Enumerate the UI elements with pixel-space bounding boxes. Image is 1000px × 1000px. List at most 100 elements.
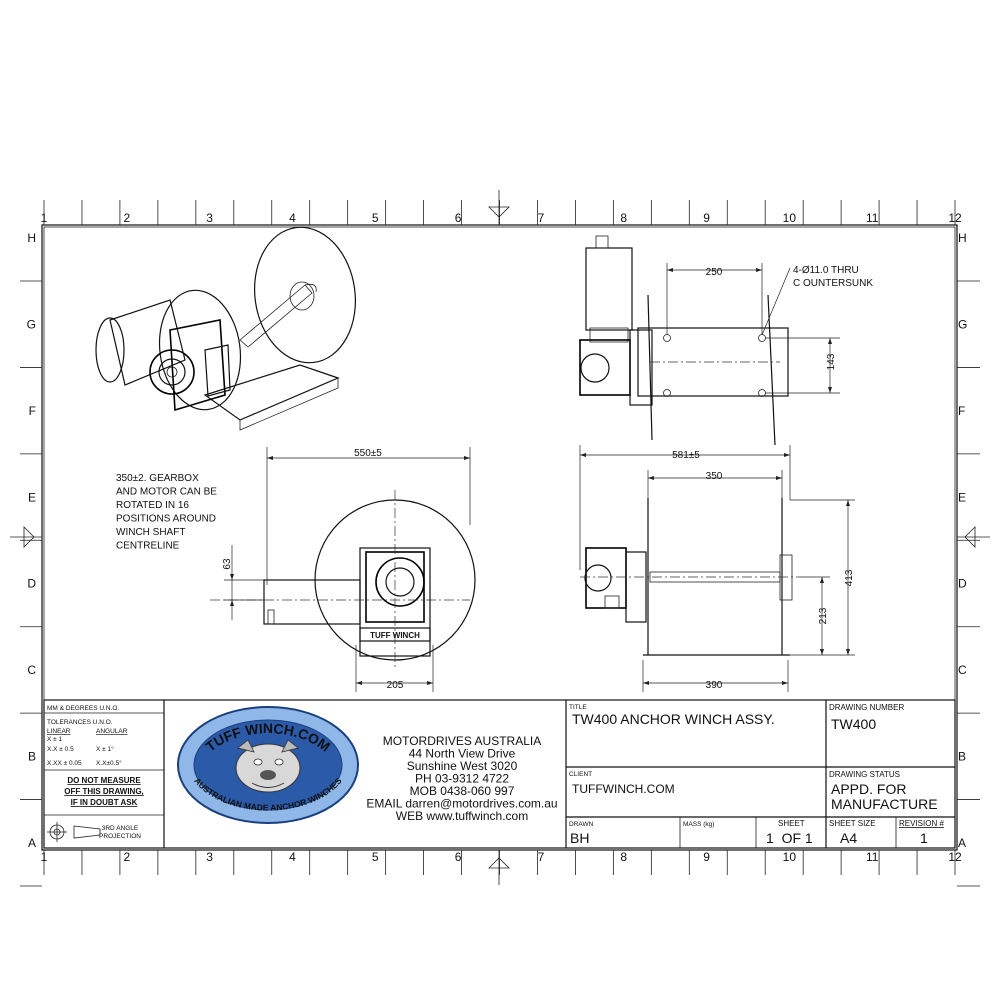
top-view: 250 4-Ø11.0 THRU C OUNTERSUNK 143 xyxy=(579,235,873,446)
tolerance-row-3-angular: X.X±0.5° xyxy=(96,759,122,767)
grid-column-label: 3 xyxy=(206,850,213,864)
drawing-number-label: DRAWING NUMBER xyxy=(829,703,904,712)
company-address-line: PH 03-9312 4722 xyxy=(415,772,509,786)
measure-warning-line: IF IN DOUBT ASK xyxy=(71,798,138,807)
bulldog-mascot-icon xyxy=(235,739,301,793)
measure-warning: DO NOT MEASURE OFF THIS DRAWING, IF IN DOU… xyxy=(64,776,144,807)
title-block: MM & DEGREES U.N.O. TOLERANCES U.N.O. LI… xyxy=(43,699,956,849)
client-value: TUFFWINCH.COM xyxy=(572,782,675,796)
company-address-line: MOTORDRIVES AUSTRALIA xyxy=(383,734,541,748)
grid-column-label: 7 xyxy=(538,211,545,225)
grid-column-label: 1 xyxy=(41,211,48,225)
front-view-base-dim: 205 xyxy=(387,680,404,691)
grid-column-label: 2 xyxy=(123,850,130,864)
grid-row-label: E xyxy=(28,490,36,504)
units-note: MM & DEGREES U.N.O. xyxy=(47,705,119,712)
top-view-hole-spacing-dim: 143 xyxy=(826,353,837,370)
grid-column-ticks xyxy=(43,200,956,875)
tolerance-angular-label: ANGULAR xyxy=(96,728,128,735)
grid-column-label: 11 xyxy=(866,850,879,864)
drawing-status-line: APPD. FOR xyxy=(831,781,906,797)
side-view-inner-dim: 350 xyxy=(706,471,723,482)
grid-row-label: F xyxy=(958,404,965,418)
company-address-line: EMAIL darren@motordrives.com.au xyxy=(366,797,557,811)
grid-column-label: 12 xyxy=(948,850,962,864)
projection-label-line: PROJECTION xyxy=(99,833,141,840)
grid-column-label: 4 xyxy=(289,850,296,864)
company-address-line: WEB www.tuffwinch.com xyxy=(396,809,528,823)
sheet-size-value: A4 xyxy=(840,830,857,846)
grid-row-label: G xyxy=(27,317,36,331)
grid-row-label: A xyxy=(958,836,966,850)
grid-column-label: 8 xyxy=(620,211,627,225)
sheet-size-label: SHEET SIZE xyxy=(829,819,876,828)
grid-column-label: 7 xyxy=(538,850,545,864)
revision-label: REVISION # xyxy=(899,819,944,828)
third-angle-projection-symbol xyxy=(47,822,101,842)
revision-value: 1 xyxy=(920,830,928,846)
hole-note-line: C OUNTERSUNK xyxy=(793,278,873,289)
mass-label: MASS (kg) xyxy=(683,821,714,828)
grid-row-label: C xyxy=(958,663,967,677)
centre-mark-bottom xyxy=(488,850,510,885)
rotation-note-line: POSITIONS AROUND xyxy=(116,514,216,525)
side-view: 581±5 350 413 213 390 xyxy=(579,445,855,692)
grid-row-label: G xyxy=(958,317,967,331)
tuff-winch-logo: TUFF WINCH.COM AUSTRALIAN MADE ANCHOR WI… xyxy=(177,706,359,824)
measure-warning-line: OFF THIS DRAWING, xyxy=(64,787,144,796)
grid-column-label: 5 xyxy=(372,850,379,864)
grid-row-label: D xyxy=(27,577,36,591)
hole-note-line: 4-Ø11.0 THRU xyxy=(793,265,859,276)
rotation-note-line: WINCH SHAFT xyxy=(116,527,185,538)
front-view-offset-dim: 63 xyxy=(222,558,233,570)
grid-row-label: D xyxy=(958,577,967,591)
side-view-height-dim: 413 xyxy=(844,569,855,586)
grid-row-label: E xyxy=(958,490,966,504)
client-label: CLIENT xyxy=(569,771,592,778)
title-label: TITLE xyxy=(569,704,587,711)
grid-column-label: 11 xyxy=(866,211,879,225)
side-view-centre-dim: 213 xyxy=(818,607,829,624)
grid-column-label: 2 xyxy=(123,211,130,225)
grid-column-label: 9 xyxy=(703,211,710,225)
tolerance-linear-label: LINEAR xyxy=(47,728,71,735)
centre-mark-top xyxy=(488,190,510,225)
grid-row-label: B xyxy=(958,750,966,764)
drawn-label: DRAWN xyxy=(569,821,594,828)
company-address-line: MOB 0438-060 997 xyxy=(410,784,515,798)
centre-mark-right xyxy=(957,526,990,548)
drawing-status-line: MANUFACTURE xyxy=(831,796,938,812)
top-view-hole-dim: 250 xyxy=(706,267,723,278)
grid-column-label: 6 xyxy=(455,211,462,225)
grid-column-label: 4 xyxy=(289,211,296,225)
grid-column-label: 1 xyxy=(41,850,48,864)
centre-mark-left xyxy=(10,526,42,548)
tolerance-row-3-linear: X.XX ± 0.05 xyxy=(47,760,82,767)
front-view: TUFF WINCH 550±5 63 205 xyxy=(210,447,476,692)
tolerance-row-2-linear: X.X ± 0.5 xyxy=(47,746,74,753)
grid-row-label: A xyxy=(28,836,36,850)
projection-label-line: 3RD ANGLE xyxy=(102,825,139,832)
tolerance-title: TOLERANCES U.N.O. xyxy=(47,719,113,726)
sheet-label: SHEET xyxy=(778,819,805,828)
sheet-value: 1 OF 1 xyxy=(766,830,813,846)
grid-row-label: B xyxy=(28,750,36,764)
grid-column-label: 10 xyxy=(783,850,797,864)
rotation-note-line: AND MOTOR CAN BE xyxy=(116,487,217,498)
measure-warning-line: DO NOT MEASURE xyxy=(67,776,141,785)
isometric-view xyxy=(95,226,357,431)
drawing-status-label: DRAWING STATUS xyxy=(829,770,900,779)
drawing-number-value: TW400 xyxy=(831,716,876,732)
title-value: TW400 ANCHOR WINCH ASSY. xyxy=(572,711,775,727)
grid-column-label: 6 xyxy=(455,850,462,864)
side-view-base-dim: 390 xyxy=(706,680,723,691)
grid-column-label: 5 xyxy=(372,211,379,225)
